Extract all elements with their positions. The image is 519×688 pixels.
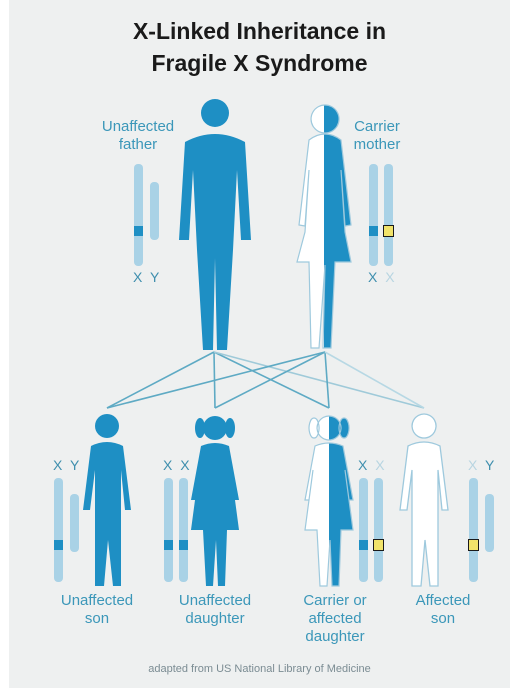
line-father-son1 <box>107 352 214 408</box>
daughter-unaffected-figure <box>191 416 239 586</box>
father-chromosomes <box>134 164 159 266</box>
child4-label: Affected son <box>401 592 485 628</box>
child3-label: Carrier or affected daughter <box>287 592 383 646</box>
line-mother-son1 <box>107 352 325 408</box>
mother-label-line2: mother <box>337 136 417 154</box>
child1-chromosome-letters: X Y <box>53 457 81 473</box>
child3-x-faint: X <box>375 457 386 473</box>
mother-x-dark: X <box>368 269 379 285</box>
child2-label-line2: daughter <box>165 610 265 628</box>
diagram-canvas: X-Linked Inheritance in Fragile X Syndro… <box>9 0 510 688</box>
child3-x-dark: X <box>358 457 369 473</box>
line-mother-daughter2 <box>325 352 329 408</box>
child4-y-dark: Y <box>485 457 496 473</box>
child3-label-line2: affected <box>287 610 383 628</box>
mother-chromosomes <box>369 164 394 266</box>
mother-chromosome-letters: X X <box>368 269 397 285</box>
son-unaffected-chromosomes <box>54 478 79 582</box>
son-affected-figure <box>400 414 448 586</box>
source-credit: adapted from US National Library of Medi… <box>9 663 510 675</box>
daughter-carrier-figure <box>305 416 353 586</box>
father-label: Unaffected father <box>83 118 193 154</box>
child3-chromosome-letters: X X <box>358 457 387 473</box>
son-affected-chromosomes <box>469 478 495 582</box>
inheritance-lines <box>107 352 424 408</box>
child1-label-line2: son <box>49 610 145 628</box>
father-label-line1: Unaffected <box>83 118 193 136</box>
child2-label-line1: Unaffected <box>165 592 265 610</box>
line-mother-son2 <box>325 352 424 408</box>
child4-chromosome-letters: X Y <box>468 457 496 473</box>
child2-label: Unaffected daughter <box>165 592 265 628</box>
child3-label-line1: Carrier or <box>287 592 383 610</box>
mother-x-faint: X <box>385 269 396 285</box>
child2-chromosome-letters: X X <box>163 457 192 473</box>
line-father-son2 <box>214 352 424 408</box>
child4-x-faint: X <box>468 457 479 473</box>
mother-label-line1: Carrier <box>337 118 417 136</box>
daughter-unaffected-chromosomes <box>164 478 188 582</box>
father-label-line2: father <box>83 136 193 154</box>
inheritance-figure <box>9 0 510 688</box>
father-chromosome-letters: X Y <box>133 269 161 285</box>
child4-label-line2: son <box>401 610 485 628</box>
child3-label-line3: daughter <box>287 628 383 646</box>
son-unaffected-figure <box>83 414 131 586</box>
mother-label: Carrier mother <box>337 118 417 154</box>
child1-label-line1: Unaffected <box>49 592 145 610</box>
child4-label-line1: Affected <box>401 592 485 610</box>
child1-label: Unaffected son <box>49 592 145 628</box>
daughter-carrier-chromosomes <box>359 478 384 582</box>
